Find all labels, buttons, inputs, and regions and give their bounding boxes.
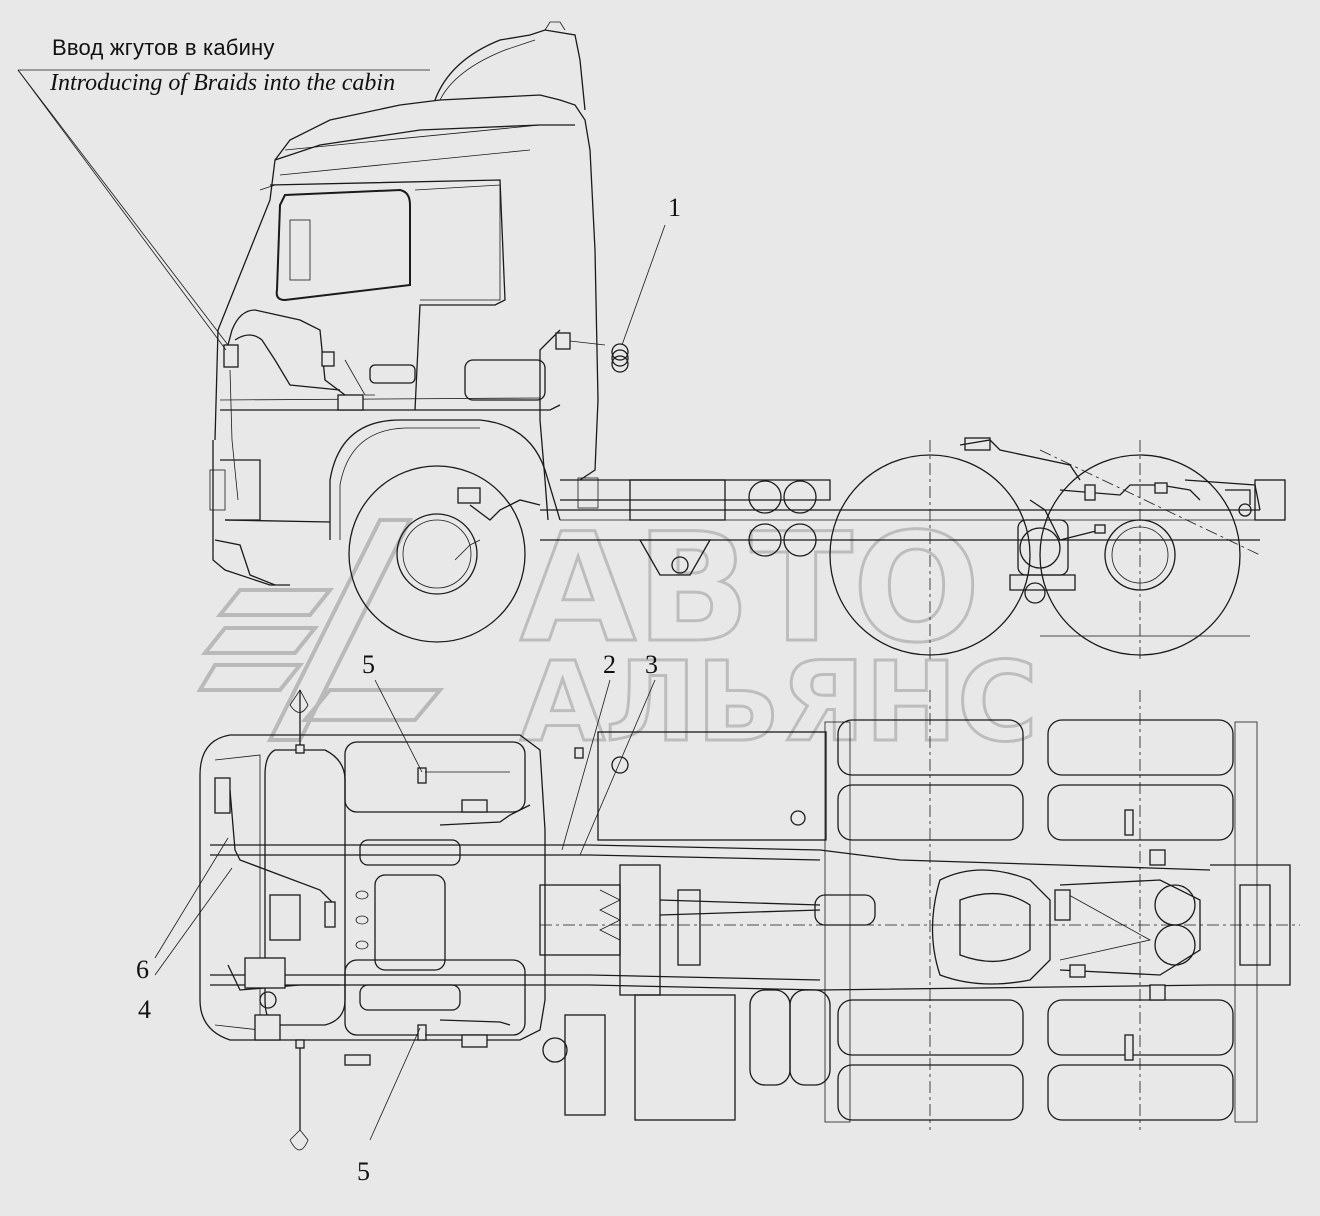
position-label-6: 6: [136, 955, 149, 984]
rear-tires: [824, 719, 1258, 1123]
watermark-line2: АЛЬЯНС: [520, 638, 1038, 766]
watermark-line1: АВТО: [520, 502, 980, 676]
position-label-1: 1: [668, 193, 681, 222]
watermark-logo: АВТО АЛЬЯНС: [196, 501, 1039, 768]
callout-title-en: Introducing of Braids into the cabin: [50, 70, 396, 96]
position-label-5-bottom: 5: [357, 1157, 370, 1186]
position-label-3: 3: [645, 650, 658, 679]
truck-side-view: [209, 21, 1286, 660]
truck-top-view: [199, 689, 1300, 1151]
position-label-2: 2: [603, 650, 616, 679]
callout-title-ru: Ввод жгутов в кабину: [52, 35, 275, 60]
leader-lines: [17, 69, 666, 1141]
position-label-4: 4: [138, 995, 151, 1024]
position-label-5-top: 5: [362, 650, 375, 679]
